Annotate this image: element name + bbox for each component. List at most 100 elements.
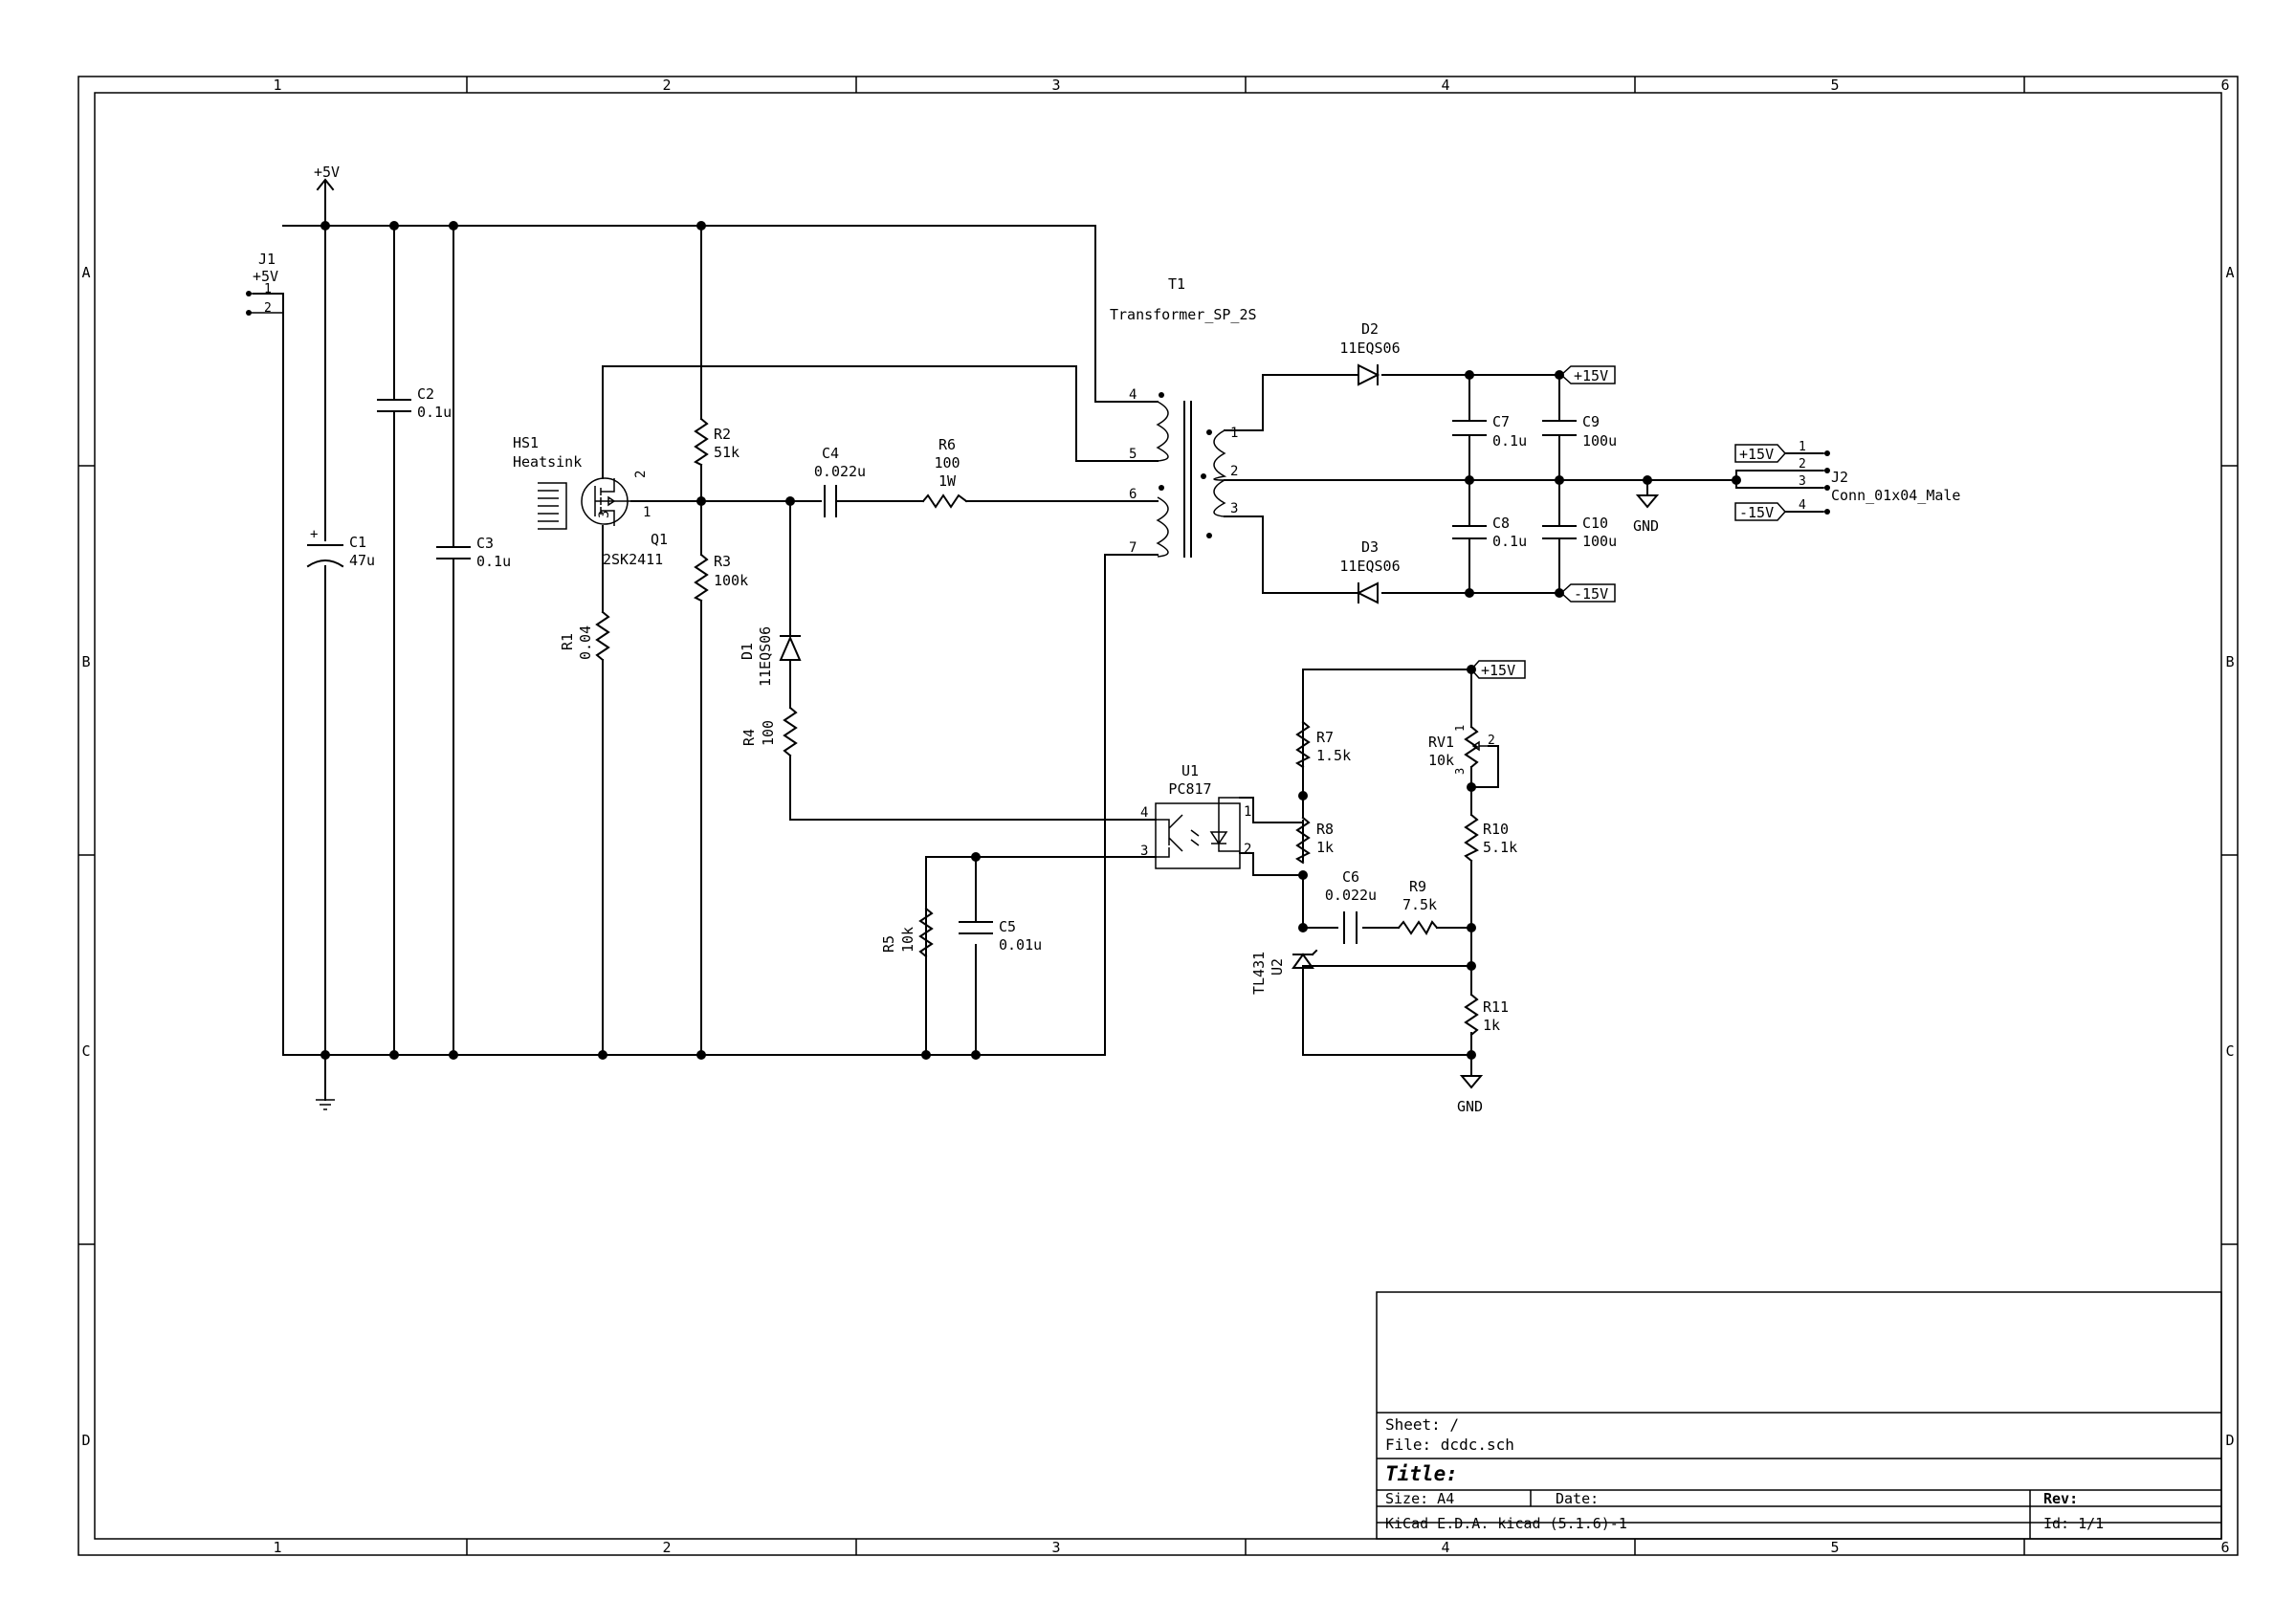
t1-pin-1: 1 <box>1230 426 1238 441</box>
u1-ref: U1 <box>1181 762 1199 779</box>
col-label-bottom: 6 <box>2220 1539 2229 1556</box>
power-5v-symbol: +5V <box>314 164 340 191</box>
capacitor-c1: + C1 47u <box>306 527 375 569</box>
title-block-sheet: Sheet: / <box>1385 1415 1459 1434</box>
resistor-r1: R1 0.04 <box>559 610 610 662</box>
row-label-left: D <box>81 1432 90 1449</box>
capacitor-c9: C9 100u <box>1542 413 1617 450</box>
resistor-r11: R11 1k <box>1464 993 1509 1037</box>
resistor-r4: R4 100 <box>740 706 798 757</box>
r11-value: 1k <box>1483 1017 1500 1034</box>
rv1-pin-2: 2 <box>1488 734 1495 748</box>
capacitor-c10: C10 100u <box>1542 515 1617 550</box>
c7-ref: C7 <box>1492 413 1510 430</box>
r10-ref: R10 <box>1483 821 1509 838</box>
label-n15v-j2-text: -15V <box>1739 504 1774 521</box>
r6-rating: 1W <box>938 472 957 490</box>
col-label-bottom: 2 <box>662 1539 671 1556</box>
r2-value: 51k <box>714 444 740 461</box>
shunt-regulator-u2: TL431 U2 <box>1250 949 1318 995</box>
c1-ref: C1 <box>349 534 366 551</box>
col-label-bottom: 4 <box>1441 1539 1449 1556</box>
connector-j1: J1 +5V 1 2 <box>246 251 284 316</box>
label-p15v-out: +15V <box>1559 365 1616 384</box>
hs1-value: Heatsink <box>513 453 582 471</box>
resistor-r9: R9 7.5k <box>1397 878 1439 935</box>
t1-pin-7: 7 <box>1129 540 1137 556</box>
title-block-file: File: dcdc.sch <box>1385 1436 1514 1454</box>
c4-value: 0.022u <box>814 463 866 480</box>
c1-value: 47u <box>349 552 375 569</box>
c8-value: 0.1u <box>1492 533 1527 550</box>
potentiometer-rv1: RV1 10k 1 2 3 <box>1428 725 1495 775</box>
diode-d2: D2 11EQS06 <box>1339 320 1401 386</box>
r6-ref: R6 <box>938 436 956 453</box>
j1-value: +5V <box>253 268 278 285</box>
r8-value: 1k <box>1316 839 1334 856</box>
row-label-right: C <box>2225 1042 2234 1060</box>
row-label-left: B <box>81 653 90 670</box>
resistor-r5: R5 10k <box>880 907 934 958</box>
r9-value: 7.5k <box>1402 896 1437 913</box>
junctions <box>320 221 1741 1060</box>
q1-pin1: 1 <box>643 505 651 520</box>
label-p15v-j2-text: +15V <box>1739 446 1774 463</box>
c10-ref: C10 <box>1582 515 1608 532</box>
r10-value: 5.1k <box>1483 839 1517 856</box>
label-p15v-text: +15V <box>1574 367 1608 384</box>
j1-ref: J1 <box>258 251 276 268</box>
title-block-date: Date: <box>1556 1490 1599 1507</box>
transformer-t1: T1 Transformer_SP_2S 4 5 6 7 1 2 3 <box>1110 275 1257 558</box>
j2-value: Conn_01x04_Male <box>1831 487 1960 504</box>
q1-ref: Q1 <box>651 531 668 548</box>
t1-pin-6: 6 <box>1129 487 1137 502</box>
capacitor-c7: C7 0.1u <box>1452 413 1527 450</box>
j2-pin-4: 4 <box>1799 498 1806 513</box>
resistor-r8: R8 1k <box>1295 816 1334 865</box>
row-label-right: B <box>2225 653 2234 670</box>
ground-label-feedback: GND <box>1457 1098 1483 1115</box>
title-block-title: Title: <box>1385 1462 1458 1485</box>
capacitor-c8: C8 0.1u <box>1452 515 1527 550</box>
d1-ref: D1 <box>739 643 756 660</box>
j2-pin-1: 1 <box>1799 440 1806 454</box>
capacitor-c3: C3 0.1u <box>436 535 511 570</box>
heatsink-hs1-icon: HS1 Heatsink <box>513 434 582 530</box>
col-label-top: 5 <box>1830 77 1839 94</box>
u1-pin-1: 1 <box>1244 804 1251 820</box>
rv1-pin-1: 1 <box>1453 725 1467 732</box>
c9-ref: C9 <box>1582 413 1600 430</box>
r7-ref: R7 <box>1316 729 1334 746</box>
capacitor-c5: C5 0.01u <box>959 918 1042 954</box>
r5-ref: R5 <box>880 935 897 953</box>
c9-value: 100u <box>1582 432 1617 450</box>
t1-value: Transformer_SP_2S <box>1110 306 1257 323</box>
label-p15v-feedback: +15V <box>1469 660 1526 679</box>
ground-label-secondary: GND <box>1633 517 1659 535</box>
r8-ref: R8 <box>1316 821 1334 838</box>
sheet-column-labels: 1 2 3 4 5 6 1 2 3 4 5 6 <box>273 77 2229 1556</box>
col-label-top: 2 <box>662 77 671 94</box>
col-label-top: 1 <box>273 77 281 94</box>
r2-ref: R2 <box>714 426 731 443</box>
title-block: Sheet: / File: dcdc.sch Title: Size: A4 … <box>1376 1291 2222 1540</box>
col-label-top: 3 <box>1051 77 1060 94</box>
c3-value: 0.1u <box>476 553 511 570</box>
r1-ref: R1 <box>559 633 576 650</box>
resistor-r7: R7 1.5k <box>1295 720 1351 769</box>
c3-ref: C3 <box>476 535 494 552</box>
t1-pin-4: 4 <box>1129 387 1137 403</box>
diode-d3: D3 11EQS06 <box>1339 538 1401 604</box>
col-label-top: 6 <box>2220 77 2229 94</box>
j1-pin1: 1 <box>264 282 272 296</box>
c6-value: 0.022u <box>1325 887 1377 904</box>
sheet-row-labels: A B C D A B C D <box>81 264 2234 1449</box>
u2-value: TL431 <box>1250 952 1268 995</box>
r9-ref: R9 <box>1409 878 1426 895</box>
capacitor-c4: C4 0.022u <box>814 445 866 517</box>
r5-value: 10k <box>899 927 916 953</box>
q1-pin3: 3 <box>597 511 612 518</box>
t1-pin-3: 3 <box>1230 501 1238 516</box>
r3-ref: R3 <box>714 553 731 570</box>
